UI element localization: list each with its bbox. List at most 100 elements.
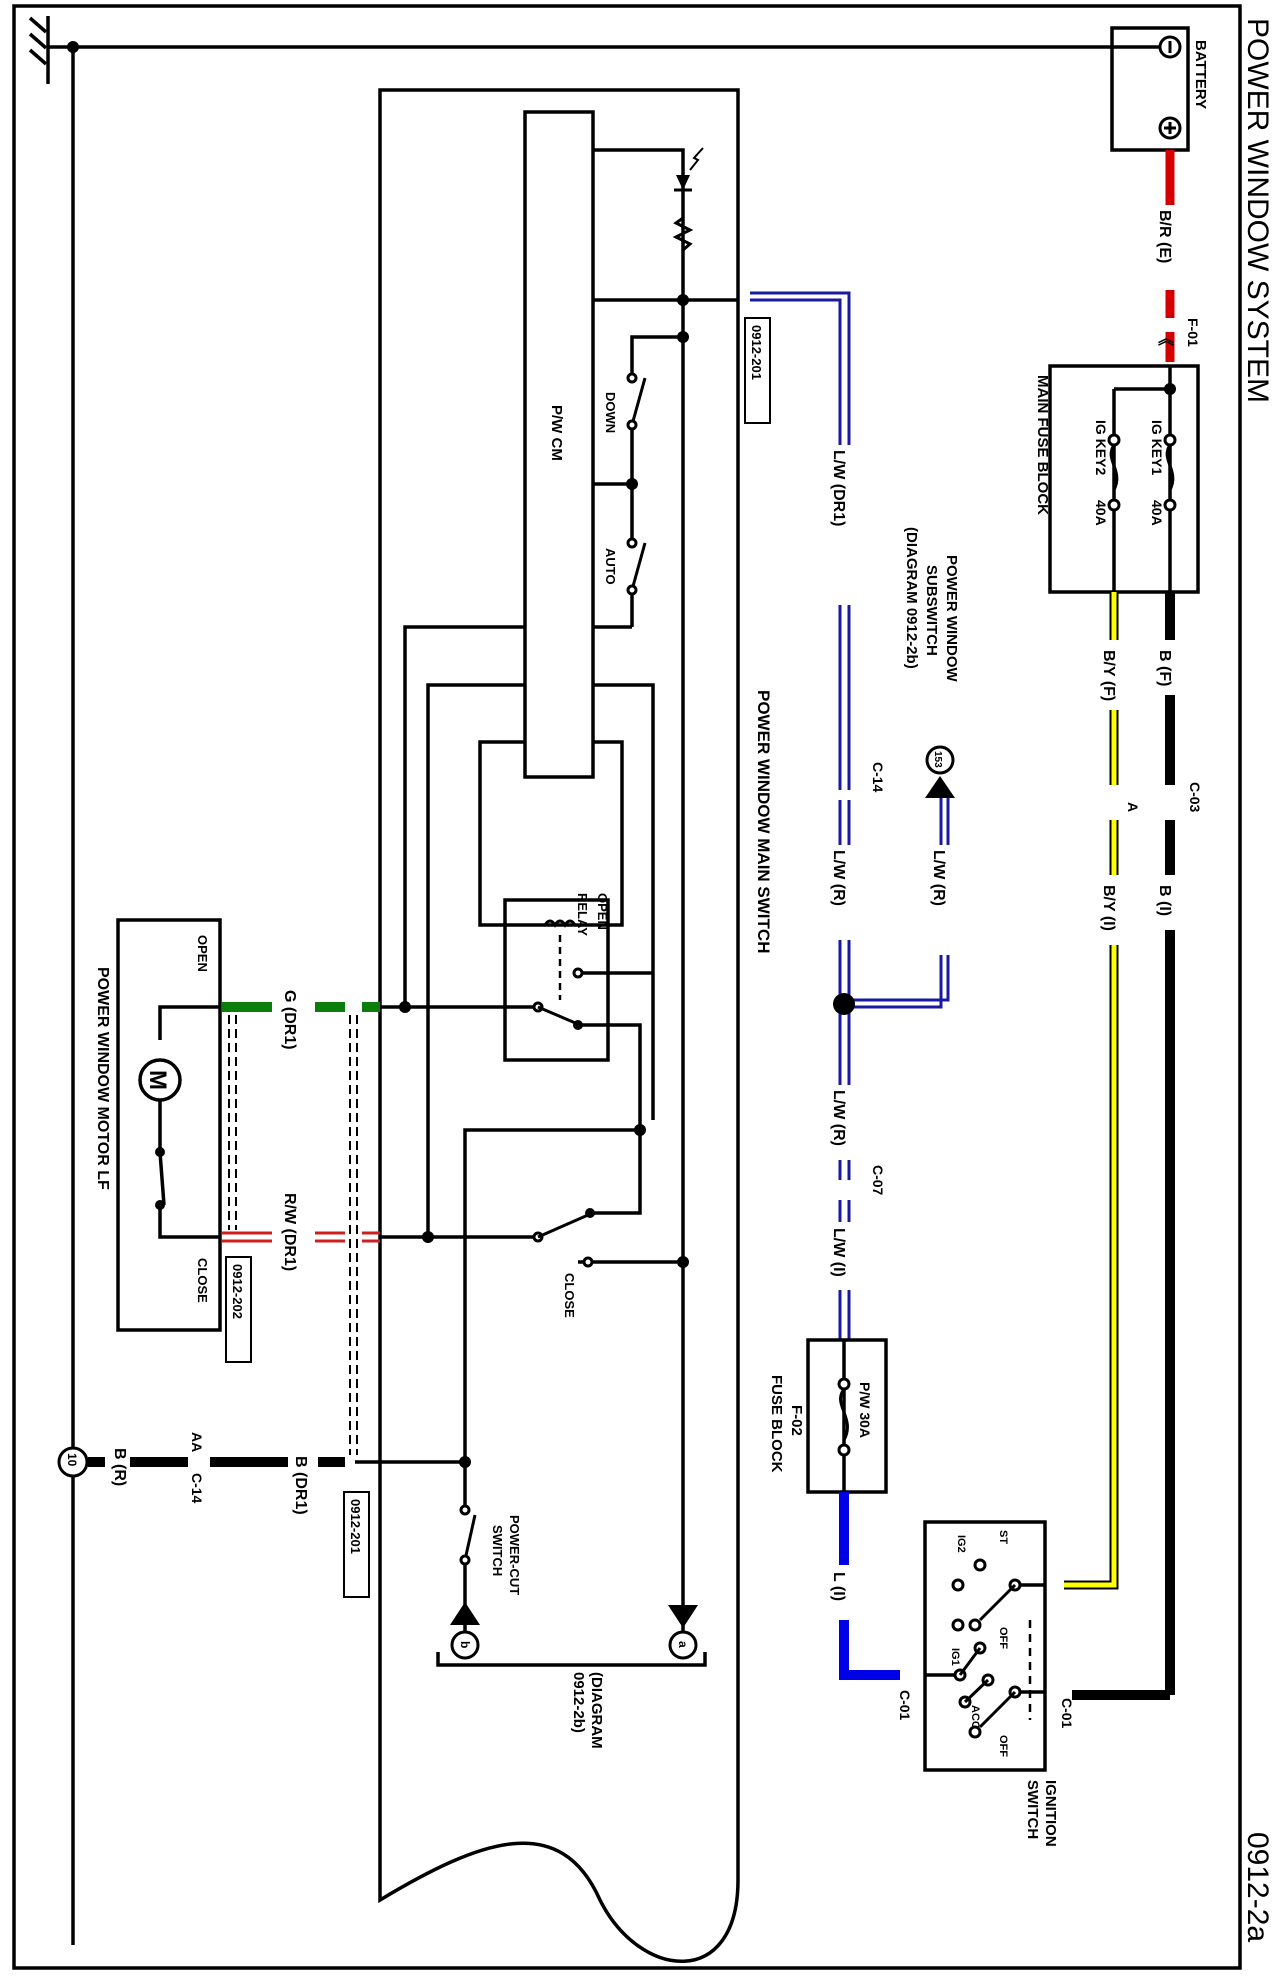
ignition-switch: ST IG2 OFF IG1 ACC OFF IGNITION SWITCH C…: [923, 1520, 1075, 1847]
motor-close-label: CLOSE: [195, 1258, 210, 1303]
ignition-switch-label-1: IGNITION: [1042, 1780, 1059, 1847]
ref-box-201-top[interactable]: 0912-201: [744, 317, 771, 424]
battery-label: BATTERY: [1192, 40, 1209, 109]
wire-rw-dr1: [222, 1231, 380, 1243]
main-fuse-block: IG KEY1 40A IG KEY2 40A MAIN FUSE BLOCK: [1034, 364, 1200, 594]
svg-text:ACC: ACC: [969, 1705, 981, 1729]
svg-text:0912-202: 0912-202: [230, 1264, 245, 1319]
ref-box-202[interactable]: 0912-202: [225, 1256, 252, 1363]
svg-text:153: 153: [932, 751, 943, 768]
arrow-up-icon: [925, 776, 955, 798]
fuse-ig-key1-name: IG KEY1: [1149, 420, 1165, 475]
connector-aa: AA: [189, 1432, 205, 1452]
main-fuse-block-label: MAIN FUSE BLOCK: [1034, 375, 1051, 515]
main-switch-label: POWER WINDOW MAIN SWITCH: [754, 690, 773, 953]
wire-label-by-f: B/Y (F): [1100, 650, 1117, 701]
wire-label-br-e: B/R (E): [1156, 210, 1173, 263]
ground-icon: [28, 16, 50, 84]
diagram-id: 0912-2a: [1241, 1832, 1274, 1942]
svg-text:ST: ST: [997, 1530, 1009, 1544]
svg-text:0912-201: 0912-201: [348, 1499, 363, 1554]
ground-ref-10: 10: [65, 1453, 79, 1467]
svg-text:IG1: IG1: [949, 1648, 961, 1666]
svg-text:a: a: [676, 1641, 690, 1648]
svg-text:POWER WINDOW: POWER WINDOW: [943, 555, 960, 682]
connector-c03: C-03: [1187, 782, 1203, 813]
wire-label-b-f: B (F): [1156, 650, 1173, 686]
svg-text:(DIAGRAM 0912-2b): (DIAGRAM 0912-2b): [903, 527, 920, 669]
connector-c07: C-07: [870, 1165, 886, 1196]
close-switch-label: CLOSE: [562, 1273, 577, 1318]
wire-by: [1064, 592, 1119, 1590]
wire-label-b-i: B (I): [1156, 885, 1173, 916]
svg-text:IG2: IG2: [955, 1535, 967, 1553]
relay-label-2: RELAY: [575, 893, 590, 936]
wire-label-b-r: B (R): [111, 1448, 128, 1486]
junction-dot: [833, 993, 855, 1015]
wire-label-b-dr1: B (DR1): [292, 1456, 309, 1515]
motor-icon: M: [144, 1070, 171, 1090]
svg-text:b: b: [458, 1641, 472, 1648]
connector-f01: F-01: [1185, 318, 1201, 347]
connector-c01-a: C-01: [897, 1690, 913, 1721]
relay-coil-icon: [543, 919, 577, 928]
wire-label-rw-dr1: R/W (DR1): [281, 1193, 298, 1271]
diagram-title: POWER WINDOW SYSTEM: [1241, 18, 1274, 403]
wire-label-lw-dr1: L/W (DR1): [830, 450, 847, 526]
power-cut-label-2: SWITCH: [490, 1525, 505, 1576]
ref-a-circle[interactable]: [668, 1630, 698, 1660]
pw-cm-label: P/W CM: [548, 405, 565, 461]
ref-circle-153: [925, 745, 955, 775]
wire-label-l-i: L (I): [830, 1572, 847, 1601]
power-cut-label-1: POWER-CUT: [507, 1515, 522, 1595]
shield-lines: [228, 1015, 358, 1455]
auto-label: AUTO: [603, 548, 618, 585]
diagram-frame: [12, 4, 1242, 1970]
arrow-down-icon: [668, 1605, 698, 1628]
svg-text:SUBSWITCH: SUBSWITCH: [923, 565, 940, 656]
connector-c14-bottom: C-14: [189, 1473, 205, 1504]
fuse-block-label: FUSE BLOCK: [768, 1375, 785, 1473]
connector-c03-a: A: [1125, 802, 1141, 812]
pw-subswitch-ref: POWER WINDOW SUBSWITCH (DIAGRAM 0912-2b)…: [903, 527, 960, 798]
wire-label-lw-r-sub: L/W (R): [930, 850, 947, 906]
svg-text:《: 《: [1156, 330, 1174, 346]
wire-label-by-i: B/Y (I): [1100, 885, 1117, 931]
battery: BATTERY: [1110, 26, 1209, 152]
motor-open-label: OPEN: [195, 935, 210, 972]
wire-label-lw-r-1: L/W (R): [830, 850, 847, 906]
relay-label-1: OPEN: [595, 893, 610, 930]
resistor-icon: [672, 216, 694, 252]
ignition-switch-label-2: SWITCH: [1024, 1780, 1041, 1839]
wire-b: [1072, 592, 1175, 1700]
wire-label-lw-r-2: L/W (R): [830, 1090, 847, 1146]
svg-text:0912-201: 0912-201: [749, 325, 764, 380]
ref-b-circle[interactable]: [450, 1630, 480, 1660]
power-window-motor: M OPEN CLOSE POWER WINDOW MOTOR LF: [94, 918, 222, 1332]
diagram-ref-1: (DIAGRAM: [588, 1672, 605, 1749]
ref-box-201-bottom[interactable]: 0912-201: [343, 1491, 370, 1598]
wire-lw: [750, 291, 950, 1340]
connector-c01-b: C-01: [1059, 1698, 1075, 1729]
fuse-ig-key1-rating: 40A: [1149, 500, 1165, 526]
led-icon: [674, 147, 704, 192]
switch-contacts: [459, 372, 647, 1566]
main-switch-internal: [380, 148, 738, 1640]
down-label: DOWN: [603, 392, 618, 433]
fuse-block-f02: P/W 30A F-02 FUSE BLOCK: [768, 1338, 888, 1494]
svg-text:OFF: OFF: [997, 1735, 1009, 1757]
wire-label-g-dr1: G (DR1): [281, 990, 298, 1050]
fuse-ig-key2-rating: 40A: [1093, 500, 1109, 526]
wire-b-ground: 10: [57, 1446, 380, 1478]
svg-text:OFF: OFF: [997, 1627, 1009, 1649]
junction-dots: [399, 294, 689, 1468]
motor-label: POWER WINDOW MOTOR LF: [94, 967, 111, 1190]
fuse-block-id: F-02: [788, 1405, 805, 1436]
diagram-ref-2: 0912-2b): [570, 1672, 587, 1733]
diagram-ref-bracket: [436, 1652, 707, 1667]
main-switch-outline: [378, 88, 740, 1963]
fuse-ig-key2-name: IG KEY2: [1093, 420, 1109, 475]
connector-c14-top: C-14: [870, 762, 886, 793]
wire-label-lw-i: L/W (I): [830, 1228, 847, 1277]
